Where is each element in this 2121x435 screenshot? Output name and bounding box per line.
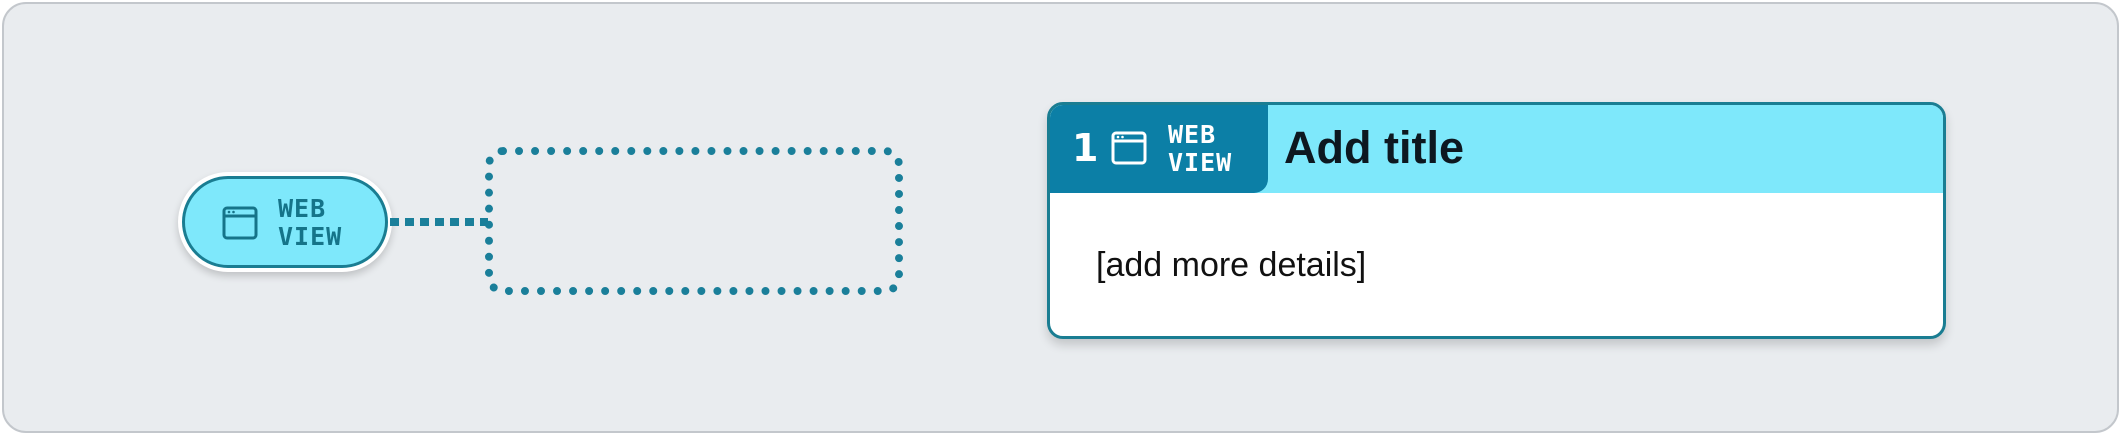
empty-placeholder-box[interactable]: [485, 147, 903, 295]
browser-window-icon: [222, 206, 258, 240]
card-type-tab: 1 WEB VIEW: [1050, 105, 1268, 193]
web-view-label: WEB VIEW: [278, 195, 378, 251]
step-number: 1: [1072, 126, 1099, 170]
card-title[interactable]: Add title: [1284, 122, 1464, 173]
browser-window-icon: [1111, 131, 1147, 165]
card-type-line1: WEB: [1168, 120, 1217, 149]
web-view-label-line1: WEB: [278, 194, 327, 223]
web-view-node[interactable]: WEB VIEW: [182, 176, 388, 268]
card-header: 1 WEB VIEW Add title: [1050, 105, 1943, 193]
card-details[interactable]: [add more details]: [1096, 246, 1367, 284]
step-card[interactable]: 1 WEB VIEW Add title [add more details]: [1047, 102, 1946, 339]
card-type-line2: VIEW: [1168, 148, 1233, 177]
web-view-label-line2: VIEW: [278, 222, 343, 251]
dotted-connector: [390, 218, 488, 226]
card-type-label: WEB VIEW: [1168, 121, 1232, 177]
